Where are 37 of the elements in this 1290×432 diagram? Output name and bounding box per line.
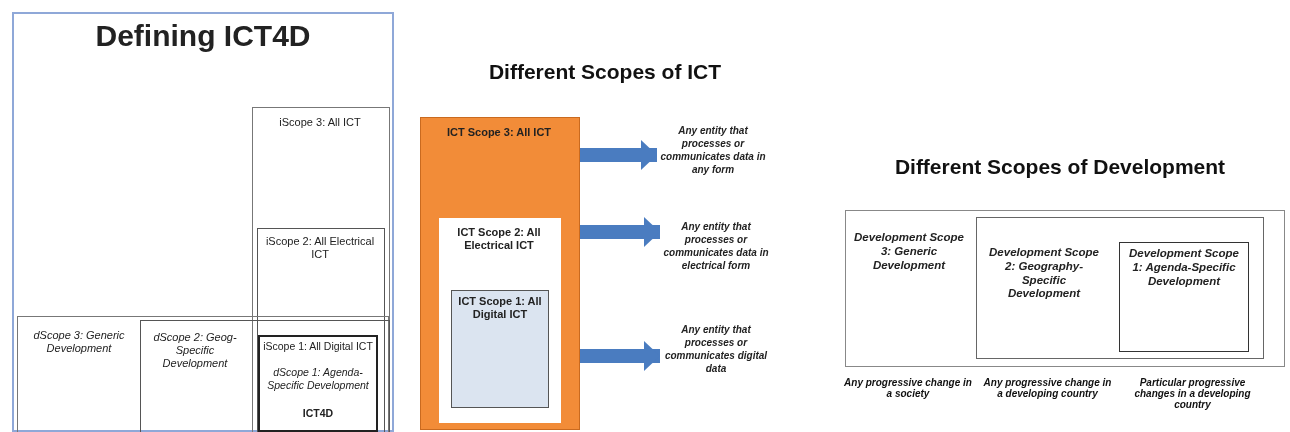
block-arrow: [580, 341, 660, 371]
section-heading: Different Scopes of Development: [893, 155, 1227, 179]
scope-box: [976, 217, 1264, 359]
caption-text: Any progressive change in a society: [843, 377, 973, 399]
scope-box: [451, 290, 549, 408]
scope-label: Development Scope 1: Agenda-Specific Development: [1128, 247, 1240, 289]
scope-label: dScope 3: Generic Development: [32, 329, 126, 356]
scope-box: [140, 320, 390, 432]
caption-text: Particular progressive changes in a developing country: [1133, 377, 1252, 410]
scope-label: iScope 1: All Digital ICT: [262, 340, 374, 353]
scope-label: Development Scope 2: Geography-Specific Development: [989, 246, 1099, 302]
caption-text: Any progressive change in a developing country: [982, 377, 1113, 399]
block-arrow: [580, 217, 660, 247]
panel-heading: Defining ICT4D: [94, 18, 312, 54]
description-text: Any entity that processes or communicates digital data: [660, 323, 772, 387]
scope-label: dScope 1: Agenda-Specific Development: [266, 366, 370, 392]
scope-box: [258, 335, 378, 432]
scope-label: ICT4D: [301, 407, 335, 420]
description-text: Any entity that processes or communicates data in any form: [657, 124, 769, 188]
scope-box: [845, 210, 1285, 367]
scope-label: iScope 3: All ICT: [278, 116, 362, 130]
scope-label: ICT Scope 2: All Electrical ICT: [456, 226, 542, 253]
scope-box: [252, 107, 390, 432]
section-heading: Different Scopes of ICT: [487, 60, 723, 84]
scope-box: [1119, 242, 1249, 352]
scope-box: [17, 316, 389, 432]
description-text: Any entity that processes or communicates data in electrical form: [660, 220, 772, 298]
block-arrow: [580, 140, 657, 170]
scope-box: [439, 218, 561, 423]
scope-label: ICT Scope 1: All Digital ICT: [457, 295, 543, 322]
scope-label: iScope 2: All Electrical ICT: [264, 235, 376, 262]
panel-frame: [12, 12, 394, 432]
scope-label: ICT Scope 3: All ICT: [445, 126, 553, 140]
scope-label: dScope 2: Geog-Specific Development: [152, 331, 238, 371]
scope-label: Development Scope 3: Generic Development: [853, 231, 965, 273]
scope-box: [420, 117, 580, 430]
scope-box: [257, 228, 385, 432]
